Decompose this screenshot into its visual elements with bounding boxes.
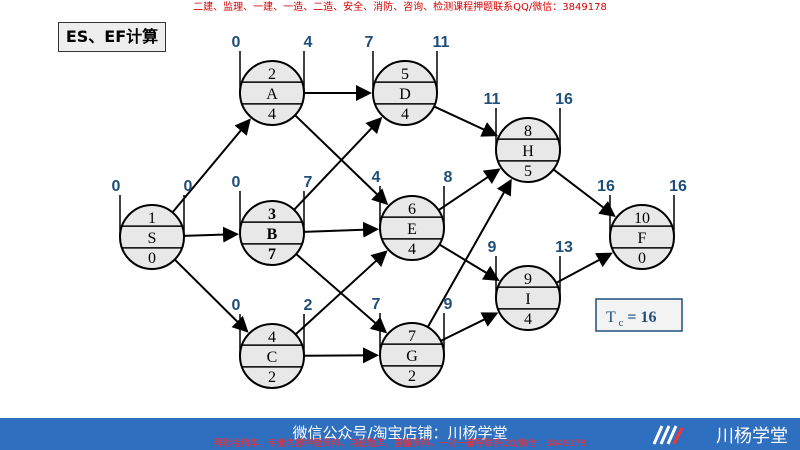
node-mid-label: F [638,230,647,247]
node-top-label: 2 [268,66,276,83]
node-top-label: 7 [408,328,416,345]
edge-H-F [552,168,616,217]
node-mid-label: G [406,348,418,365]
node-mid-label: E [407,221,417,238]
edge-S-C [174,258,249,333]
slide-title: ES、EF计算 [58,22,166,52]
node-circle [119,204,185,270]
ef-value: 8 [444,169,453,186]
node-A: 2A 4 0 4 [232,34,313,126]
node-bot-label: 4 [408,241,416,258]
es-value: 0 [232,34,241,51]
node-top-label: 9 [524,271,532,288]
es-value: 7 [365,34,374,51]
node-top-label: 6 [408,201,416,218]
ef-value: 4 [304,34,313,51]
node-circle [495,117,561,183]
node-top-label: 1 [148,210,156,227]
node-top-label: 4 [268,329,276,346]
node-mid-label: C [267,349,278,366]
node-D: 5D 4 7 11 [365,34,450,126]
brand-logo-icon [652,425,684,445]
node-C: 4C 2 0 2 [232,297,313,389]
node-H: 8H 5 11 16 [484,91,573,183]
node-bot-label: 4 [401,106,409,123]
node-circle [239,60,305,126]
footer-wechat: 微信公众号/淘宝店铺：川杨学堂 [292,424,508,442]
node-bot-label: 4 [524,311,532,328]
ef-value: 7 [304,174,313,191]
node-mid-label: I [525,291,530,308]
node-B: 3B 7 0 7 [232,174,313,266]
ef-value: 16 [555,91,573,108]
node-bot-label: 0 [148,250,156,267]
edge-E-I [438,243,500,281]
node-bot-label: 7 [268,246,276,263]
edge-E-H [437,168,501,211]
edge-D-H [433,105,499,137]
edge-S-B [183,226,240,243]
es-value: 0 [232,174,241,191]
node-S: 1S 0 0 0 [112,178,193,270]
ef-value: 0 [184,178,193,195]
tc-box: T c = 16 [595,298,683,332]
edge-G-H [426,178,512,328]
node-circle [239,200,305,266]
node-top-label: 3 [268,206,276,223]
node-bot-label: 0 [638,250,646,267]
ef-value: 13 [555,239,573,256]
ef-value: 11 [433,34,450,51]
node-circle [239,323,305,389]
node-mid-label: B [267,226,278,243]
footer-notice: 拜影授精华，专业内部押题资料，习题题库，直播资料，一对一辅导联系QQ/微信：38… [213,439,587,449]
tc-label: T c = 16 [606,309,657,329]
node-E: 6E 4 4 8 [372,169,453,261]
es-value: 4 [372,169,381,186]
edge-G-I [440,312,499,342]
node-mid-label: A [266,86,278,103]
node-mid-label: S [148,230,157,247]
node-circle [379,322,445,388]
es-value: 16 [597,178,615,195]
es-value: 0 [112,178,121,195]
node-bot-label: 2 [268,369,276,386]
edge-C-G [303,347,380,364]
ef-value: 16 [669,178,687,195]
es-value: 7 [372,296,381,313]
node-bot-label: 2 [408,368,416,385]
node-top-label: 5 [401,66,409,83]
edge-I-F [555,252,613,284]
node-mid-label: D [399,86,411,103]
node-I: 9I 4 9 13 [488,239,573,331]
node-circle [372,60,438,126]
edge-C-E [294,250,388,336]
node-bot-label: 5 [524,163,532,180]
edge-B-D [293,116,383,211]
node-G: 7G 2 7 9 [372,296,453,388]
node-F: 10F 0 16 16 [597,178,687,270]
node-mid-label: H [522,143,534,160]
es-value: 11 [484,91,501,108]
edge-B-E [303,221,380,238]
edge-S-A [171,118,251,214]
top-notice: 二建、监理、一建、一造、二造、安全、消防、咨询、检测课程押题联系QQ/微信：38… [193,2,607,13]
es-value: 9 [488,239,497,256]
ef-value: 2 [304,297,313,314]
footer-brand: 川杨学堂 [716,426,788,447]
es-value: 0 [232,297,241,314]
node-circle [495,265,561,331]
node-circle [609,204,675,270]
node-circle [379,195,445,261]
node-top-label: 10 [634,210,650,227]
node-top-label: 8 [524,123,532,140]
node-bot-label: 4 [268,106,276,123]
ef-value: 9 [444,296,453,313]
